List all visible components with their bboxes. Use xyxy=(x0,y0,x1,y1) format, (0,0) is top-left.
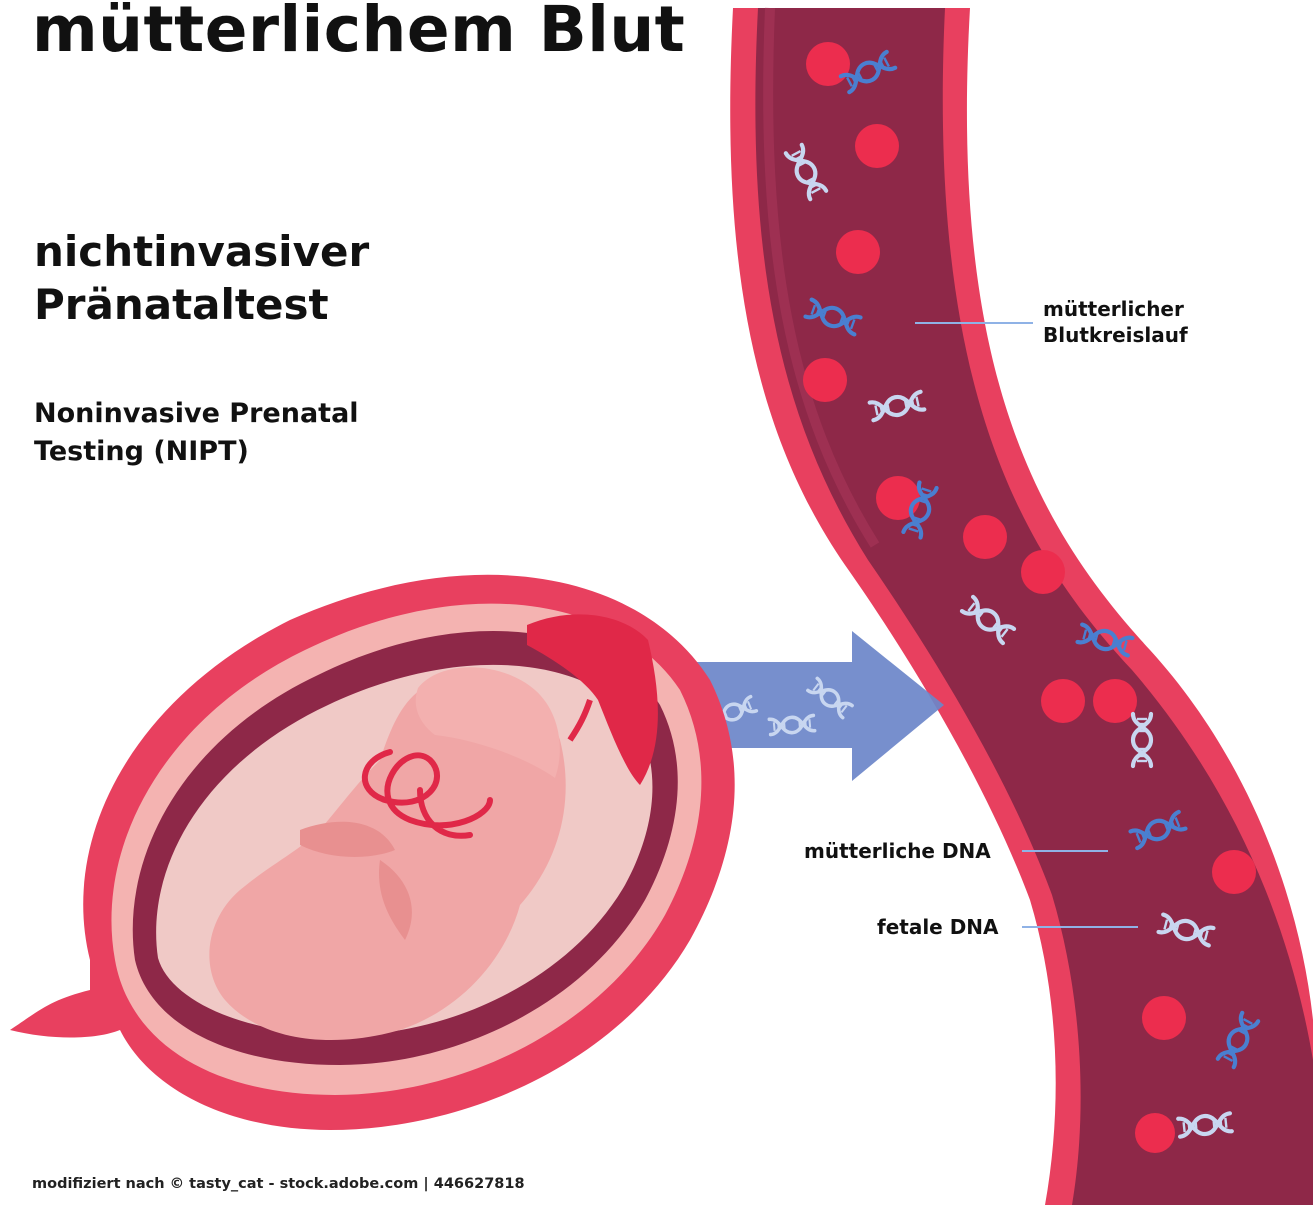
blood-cell xyxy=(855,124,899,168)
subtitle-line: nichtinvasiver xyxy=(34,226,369,279)
blood-cell xyxy=(806,42,850,86)
english-subtitle-line: Testing (NIPT) xyxy=(34,433,359,471)
blood-cell xyxy=(1021,550,1065,594)
label-line: Blutkreislauf xyxy=(1043,322,1188,348)
subtitle: nichtinvasiver Pränataltest xyxy=(34,226,369,332)
page-title: mütterlichem Blut xyxy=(32,0,685,68)
label-maternal-dna: mütterliche DNA xyxy=(804,838,991,864)
image-credit: modifiziert nach © tasty_cat - stock.ado… xyxy=(32,1176,525,1192)
blood-cell xyxy=(876,476,920,520)
label-maternal-circulation: mütterlicher Blutkreislauf xyxy=(1043,296,1188,348)
subtitle-line: Pränataltest xyxy=(34,279,369,332)
blood-cell xyxy=(1142,996,1186,1040)
blood-cell xyxy=(1041,679,1085,723)
label-line: mütterlicher xyxy=(1043,296,1188,322)
blood-vessel xyxy=(730,8,1313,1205)
blood-cell xyxy=(1135,1113,1175,1153)
uterus xyxy=(10,575,735,1130)
english-subtitle-line: Noninvasive Prenatal xyxy=(34,395,359,433)
blood-cell xyxy=(1212,850,1256,894)
blood-cell xyxy=(803,358,847,402)
blood-cell xyxy=(1093,679,1137,723)
blood-cell xyxy=(963,515,1007,559)
vessel-lumen xyxy=(755,8,1313,1205)
blood-cell xyxy=(836,230,880,274)
english-subtitle: Noninvasive Prenatal Testing (NIPT) xyxy=(34,395,359,472)
label-fetal-dna: fetale DNA xyxy=(877,914,999,940)
